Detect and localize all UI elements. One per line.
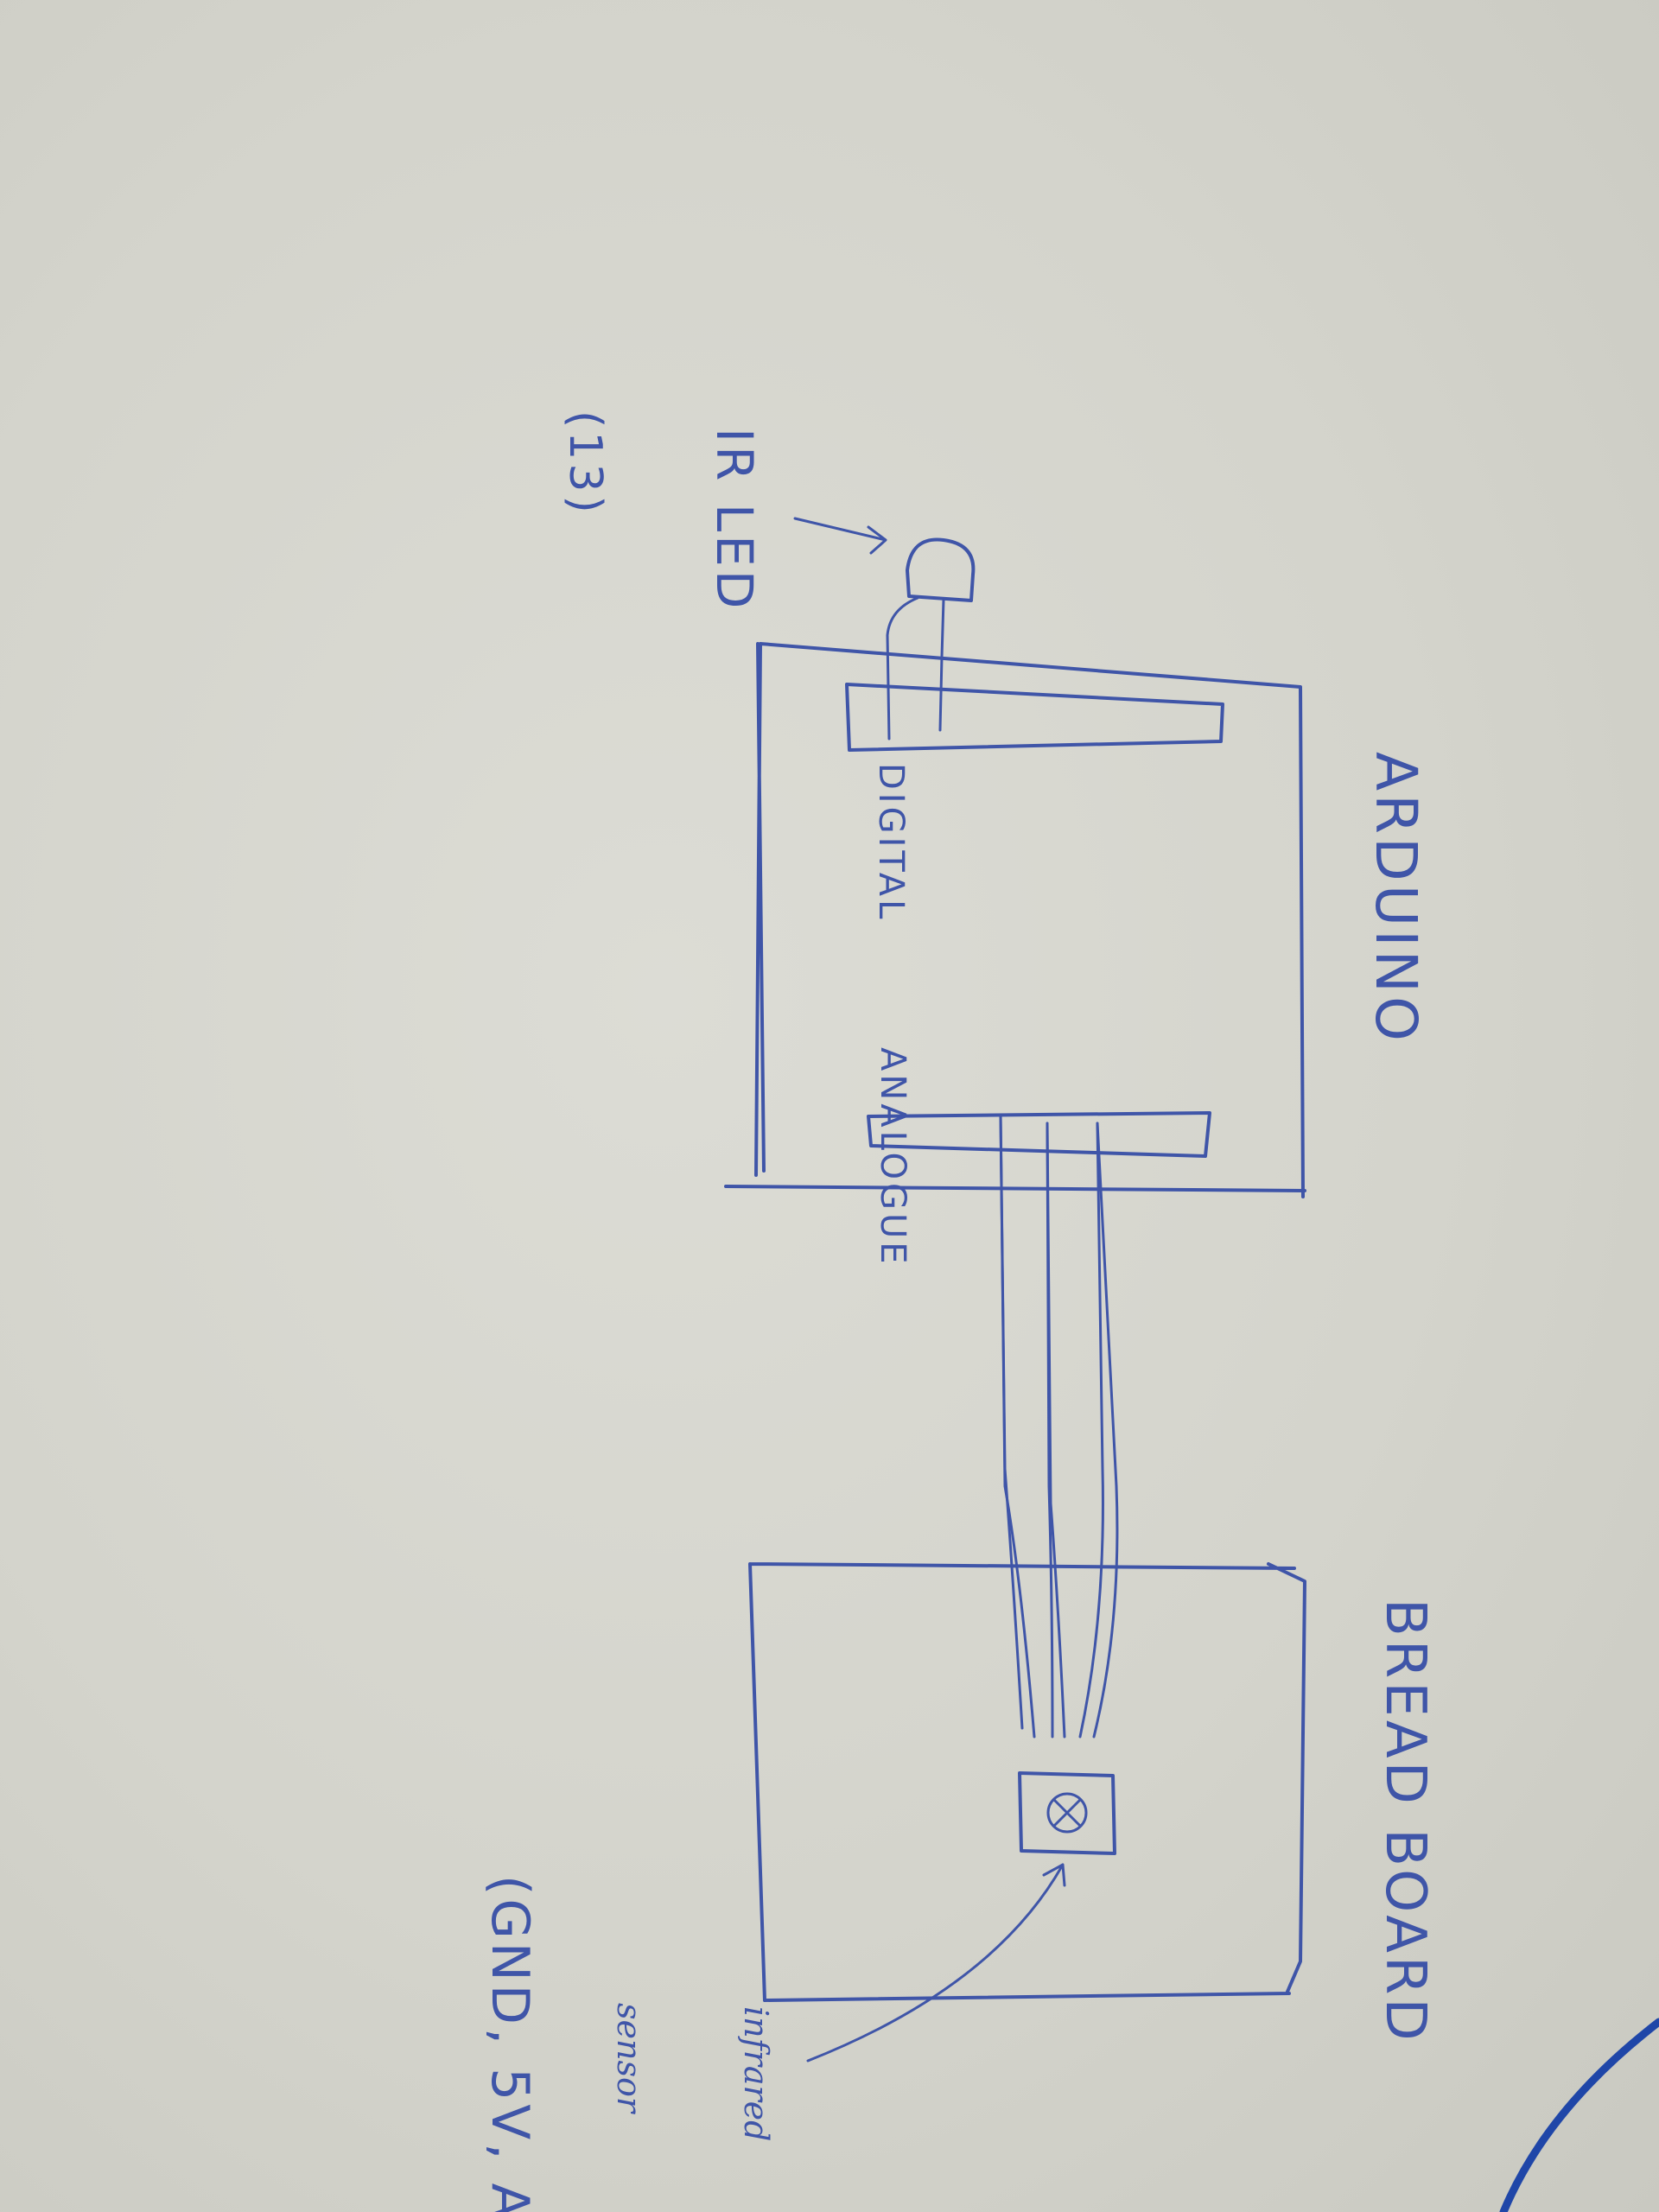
wire-5v-b — [1046, 1122, 1066, 1738]
ir-led-legs — [886, 596, 945, 741]
analogue-header — [867, 1111, 1211, 1158]
sensor-pins-label: (GND, 5V, A2) — [480, 1875, 540, 2212]
digital-header — [845, 683, 1224, 752]
ir-led-arrow — [793, 517, 887, 555]
infrared-sensor-lens — [1046, 1792, 1088, 1834]
wire-a2-b — [1092, 1122, 1119, 1738]
ir-led-label: IR LED — [705, 428, 764, 612]
ir-led-pin-label: (13) — [559, 410, 611, 517]
infrared-sensor-lens-cross — [1052, 1798, 1082, 1827]
infrared-sensor-label-line1: infrared — [737, 2006, 775, 2142]
ir-led-symbol — [906, 537, 976, 602]
blue-cable — [1499, 2018, 1659, 2212]
wire-a2 — [1078, 1122, 1104, 1738]
breadboard-outline — [748, 1562, 1306, 2002]
digital-label: DIGITAL — [871, 763, 911, 922]
analogue-label: ANALOGUE — [873, 1047, 912, 1268]
wire-gnd-b — [999, 1113, 1036, 1738]
infrared-sensor-arrow — [806, 1863, 1066, 2063]
infrared-sensor-label-line2: sensor — [610, 2003, 648, 2115]
arduino-board-outline — [724, 642, 1306, 1198]
infrared-sensor-body — [1018, 1771, 1116, 1855]
wire-5v — [1046, 1122, 1054, 1738]
arduino-label: ARDUINO — [1363, 752, 1429, 1045]
breadboard-label: BREAD BOARD — [1373, 1599, 1437, 2044]
